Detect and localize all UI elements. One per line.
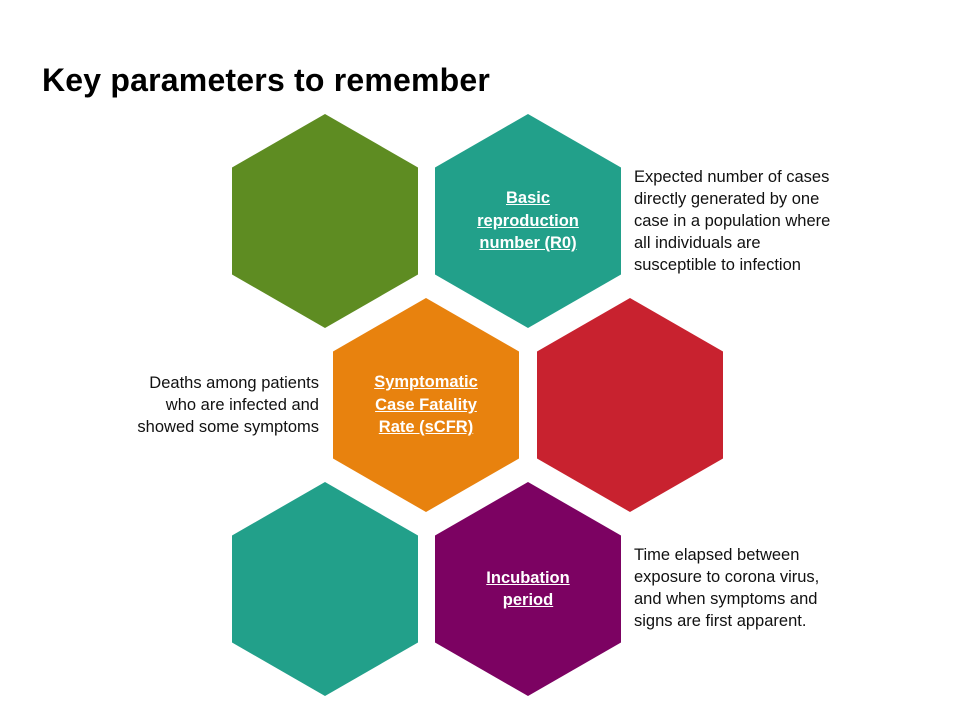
incubation-description-line: Time elapsed between <box>634 546 800 564</box>
incubation-description-line: and when symptoms and <box>634 590 818 608</box>
hexagon-incubation: Incubation period <box>435 482 621 696</box>
incubation-description: Time elapsed between exposure to corona … <box>634 544 819 632</box>
r0-label[interactable]: Basic reproduction number (R0) <box>477 189 579 253</box>
r0-description-line: Expected number of cases <box>634 168 830 186</box>
scfr-description: Deaths among patients who are infected a… <box>137 372 319 438</box>
incubation-label[interactable]: Incubation period <box>486 568 570 610</box>
hexagon-scfr: Symptomatic Case Fatality Rate (sCFR) <box>333 298 519 512</box>
r0-description-line: case in a population where <box>634 212 831 230</box>
hexagon-red <box>537 298 723 512</box>
incubation-description-line: signs are first apparent. <box>634 612 807 630</box>
scfr-description-line: showed some symptoms <box>137 418 319 436</box>
hexagon-r0: Basic reproduction number (R0) <box>435 114 621 328</box>
r0-description: Expected number of cases directly genera… <box>634 166 830 276</box>
scfr-label[interactable]: Symptomatic Case Fatality Rate (sCFR) <box>374 373 478 437</box>
slide-title: Key parameters to remember <box>42 62 491 98</box>
r0-description-line: susceptible to infection <box>634 256 801 274</box>
scfr-description-line: who are infected and <box>165 396 319 414</box>
hexagon-green <box>232 114 418 328</box>
scfr-description-line: Deaths among patients <box>149 374 319 392</box>
r0-description-line: all individuals are <box>634 234 761 252</box>
hexagon-teal-bottom <box>232 482 418 696</box>
r0-description-line: directly generated by one <box>634 190 820 208</box>
incubation-description-line: exposure to corona virus, <box>634 568 820 586</box>
